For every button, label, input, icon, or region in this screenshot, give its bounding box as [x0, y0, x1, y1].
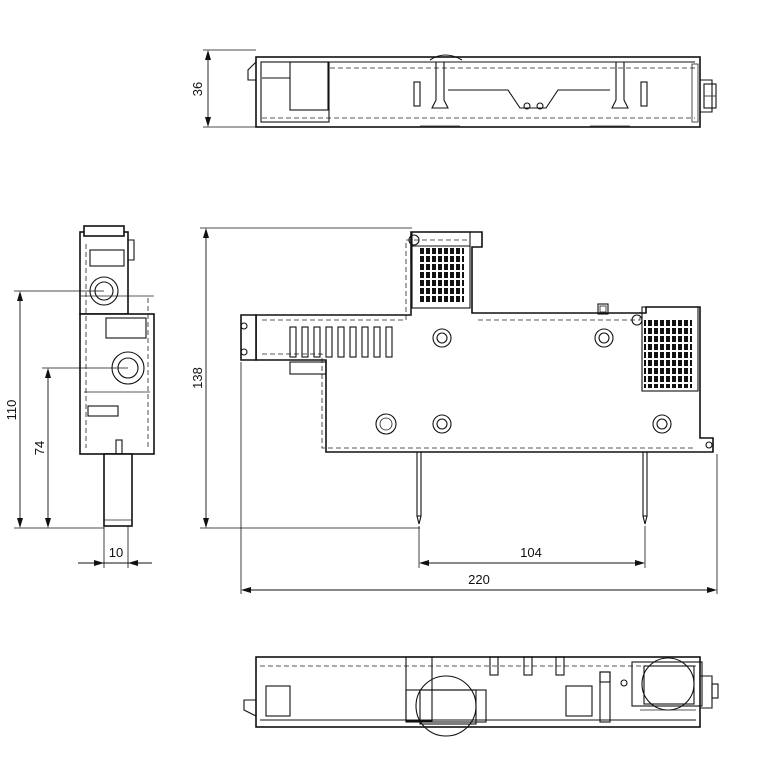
dimension-138: 138	[190, 227, 420, 529]
top-view	[247, 54, 717, 128]
vent-slots	[289, 326, 393, 358]
dimension-220: 220	[240, 362, 718, 594]
dimension-104: 104	[418, 526, 646, 568]
dimension-110: 110	[4, 290, 104, 529]
dimension-10: 10	[78, 526, 152, 568]
dimension-label-220: 220	[468, 572, 490, 587]
dimension-label-36: 36	[190, 82, 205, 96]
bottom-view	[243, 656, 719, 737]
dimension-label-10: 10	[109, 545, 123, 560]
terminal-block-top	[408, 231, 471, 309]
dimension-label-110: 110	[4, 400, 19, 421]
dimension-label-138: 138	[190, 367, 205, 389]
dimension-36: 36	[190, 49, 256, 128]
terminal-block-right	[631, 306, 699, 392]
side-view	[79, 225, 155, 527]
dimension-74: 74	[32, 367, 128, 528]
screw-heads	[375, 328, 672, 435]
dimension-label-104: 104	[520, 545, 542, 560]
front-view	[240, 231, 714, 525]
dimension-label-74: 74	[32, 441, 47, 455]
